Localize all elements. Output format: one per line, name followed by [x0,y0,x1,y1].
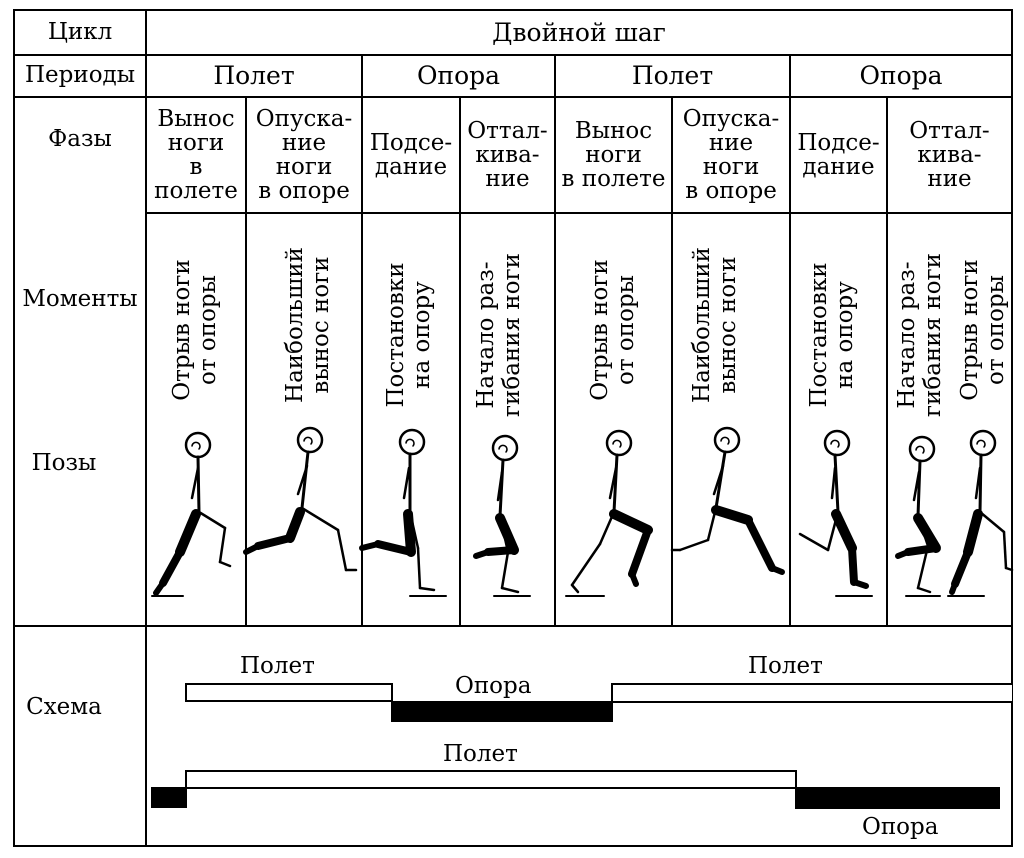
moment-label-1: Отрыв ноги от опоры [168,259,221,401]
moment-label-6: Наибольший вынос ноги [688,247,741,403]
phase-cell-6: Опуска- ние ноги в опоре [672,97,790,213]
moment-label-4: Начало раз- гибания ноги [472,253,525,417]
moment-label-7: Постановки на опору [805,262,858,408]
pose-figures [151,426,1014,597]
pose-figure-6 [670,426,785,575]
phase-cell-5: Вынос ноги в полете [555,97,672,213]
period-label-1: Полет [213,61,295,90]
period-label-4: Опора [859,61,943,90]
row-label-periods-text: Периоды [24,62,136,89]
schema-lower-flight-label: Полет [443,741,518,767]
pose-figure-8 [895,435,941,597]
schema-diagram [151,683,1012,809]
row-label-cycle-text: Цикл [47,18,113,45]
pose-figure-7 [798,429,873,597]
row-label-moments: Моменты [14,280,146,320]
pose-figure-2 [243,426,358,572]
row-label-poses: Позы [14,444,114,484]
row-label-schema: Схема [14,688,114,728]
pose-figure-5 [565,429,653,597]
pose-figure-9 [947,429,1014,597]
pose-figure-3 [359,428,447,597]
phase-cell-1: Вынос ноги в полете [146,97,246,213]
phase-label-3: Подсе- дание [369,129,453,180]
schema-upper-support-label: Опора [455,673,532,699]
phase-label-1: Вынос ноги в полете [154,105,238,205]
row-label-phases-text: Фазы [48,126,112,153]
upper-timeline [185,683,1012,722]
phase-label-6: Опуска- ние ноги в опоре [682,105,780,205]
lower-support-bar-left [151,787,187,808]
period-label-3: Полет [631,61,714,90]
phase-label-4: Оттал- кива- ние [467,117,548,193]
pose-figure-4 [473,434,531,597]
cycle-title: Двойной шаг [146,10,1012,55]
phase-label-8: Оттал- кива- ние [909,117,990,193]
row-label-moments-text: Моменты [22,286,138,313]
moment-label-8: Начало раз- гибания ноги [893,253,946,417]
row-label-poses-text: Позы [31,450,97,477]
schema-upper-flight-right-label: Полет [748,653,823,679]
cycle-title-text: Двойной шаг [492,17,666,47]
phase-cell-4: Оттал- кива- ние [460,97,555,213]
schema-upper-flight-left-label: Полет [240,653,315,679]
pose-figure-1 [151,431,232,597]
period-label-2: Опора [416,61,501,90]
phase-cell-3: Подсе- дание [362,97,460,213]
upper-flight-bar-left [185,683,393,702]
lower-support-bar-right [795,787,1000,809]
moment-label-9: Отрыв ноги от опоры [956,259,1009,401]
row-label-cycle: Цикл [14,10,146,55]
phase-label-2: Опуска- ние ноги в опоре [255,105,353,205]
phase-cell-2: Опуска- ние ноги в опоре [246,97,362,213]
row-label-periods: Периоды [14,55,146,97]
period-cell-3: Полет [555,55,790,97]
lower-timeline [151,770,1000,809]
row-label-phases: Фазы [14,118,146,162]
upper-support-bar [391,701,613,722]
schema-lower-support-label: Опора [862,814,939,840]
outer-border [13,9,1013,847]
upper-flight-bar-right [611,683,1012,703]
phase-label-5: Вынос ноги в полете [561,117,666,193]
period-cell-4: Опора [790,55,1012,97]
phase-label-7: Подсе- дание [797,129,880,180]
period-cell-2: Опора [362,55,555,97]
period-cell-1: Полет [146,55,362,97]
moment-label-2: Наибольший вынос ноги [281,247,334,403]
lower-flight-bar [185,770,797,789]
moment-label-5: Отрыв ноги от опоры [586,259,639,401]
phase-cell-7: Подсе- дание [790,97,887,213]
moment-label-3: Постановки на опору [382,262,435,408]
row-label-schema-text: Схема [26,694,102,721]
phase-cell-8: Оттал- кива- ние [887,97,1012,213]
